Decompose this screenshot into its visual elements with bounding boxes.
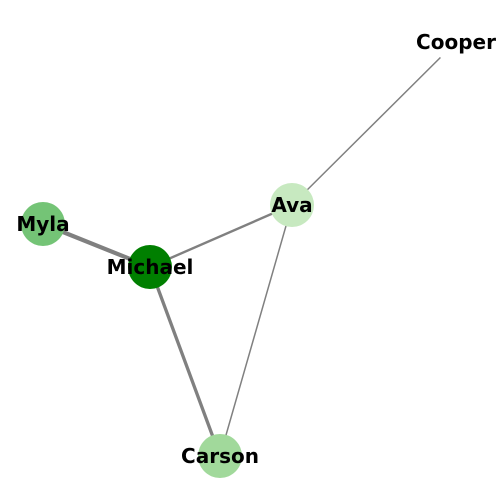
nodes-layer xyxy=(21,20,478,478)
node-label-michael: Michael xyxy=(107,255,194,279)
node-myla xyxy=(21,202,65,246)
edge-michael-carson xyxy=(148,265,222,458)
node-label-carson: Carson xyxy=(181,444,259,468)
node-carson xyxy=(198,434,242,478)
node-label-myla: Myla xyxy=(16,212,69,236)
edge-cooper-ava xyxy=(291,41,457,206)
edges-layer xyxy=(40,41,457,458)
node-cooper xyxy=(434,20,478,64)
node-ava xyxy=(270,183,314,227)
edge-ava-carson xyxy=(219,204,293,457)
node-michael xyxy=(128,245,172,289)
node-label-ava: Ava xyxy=(271,193,312,217)
node-label-cooper: Cooper xyxy=(416,30,496,54)
edge-ava-michael xyxy=(148,203,294,269)
